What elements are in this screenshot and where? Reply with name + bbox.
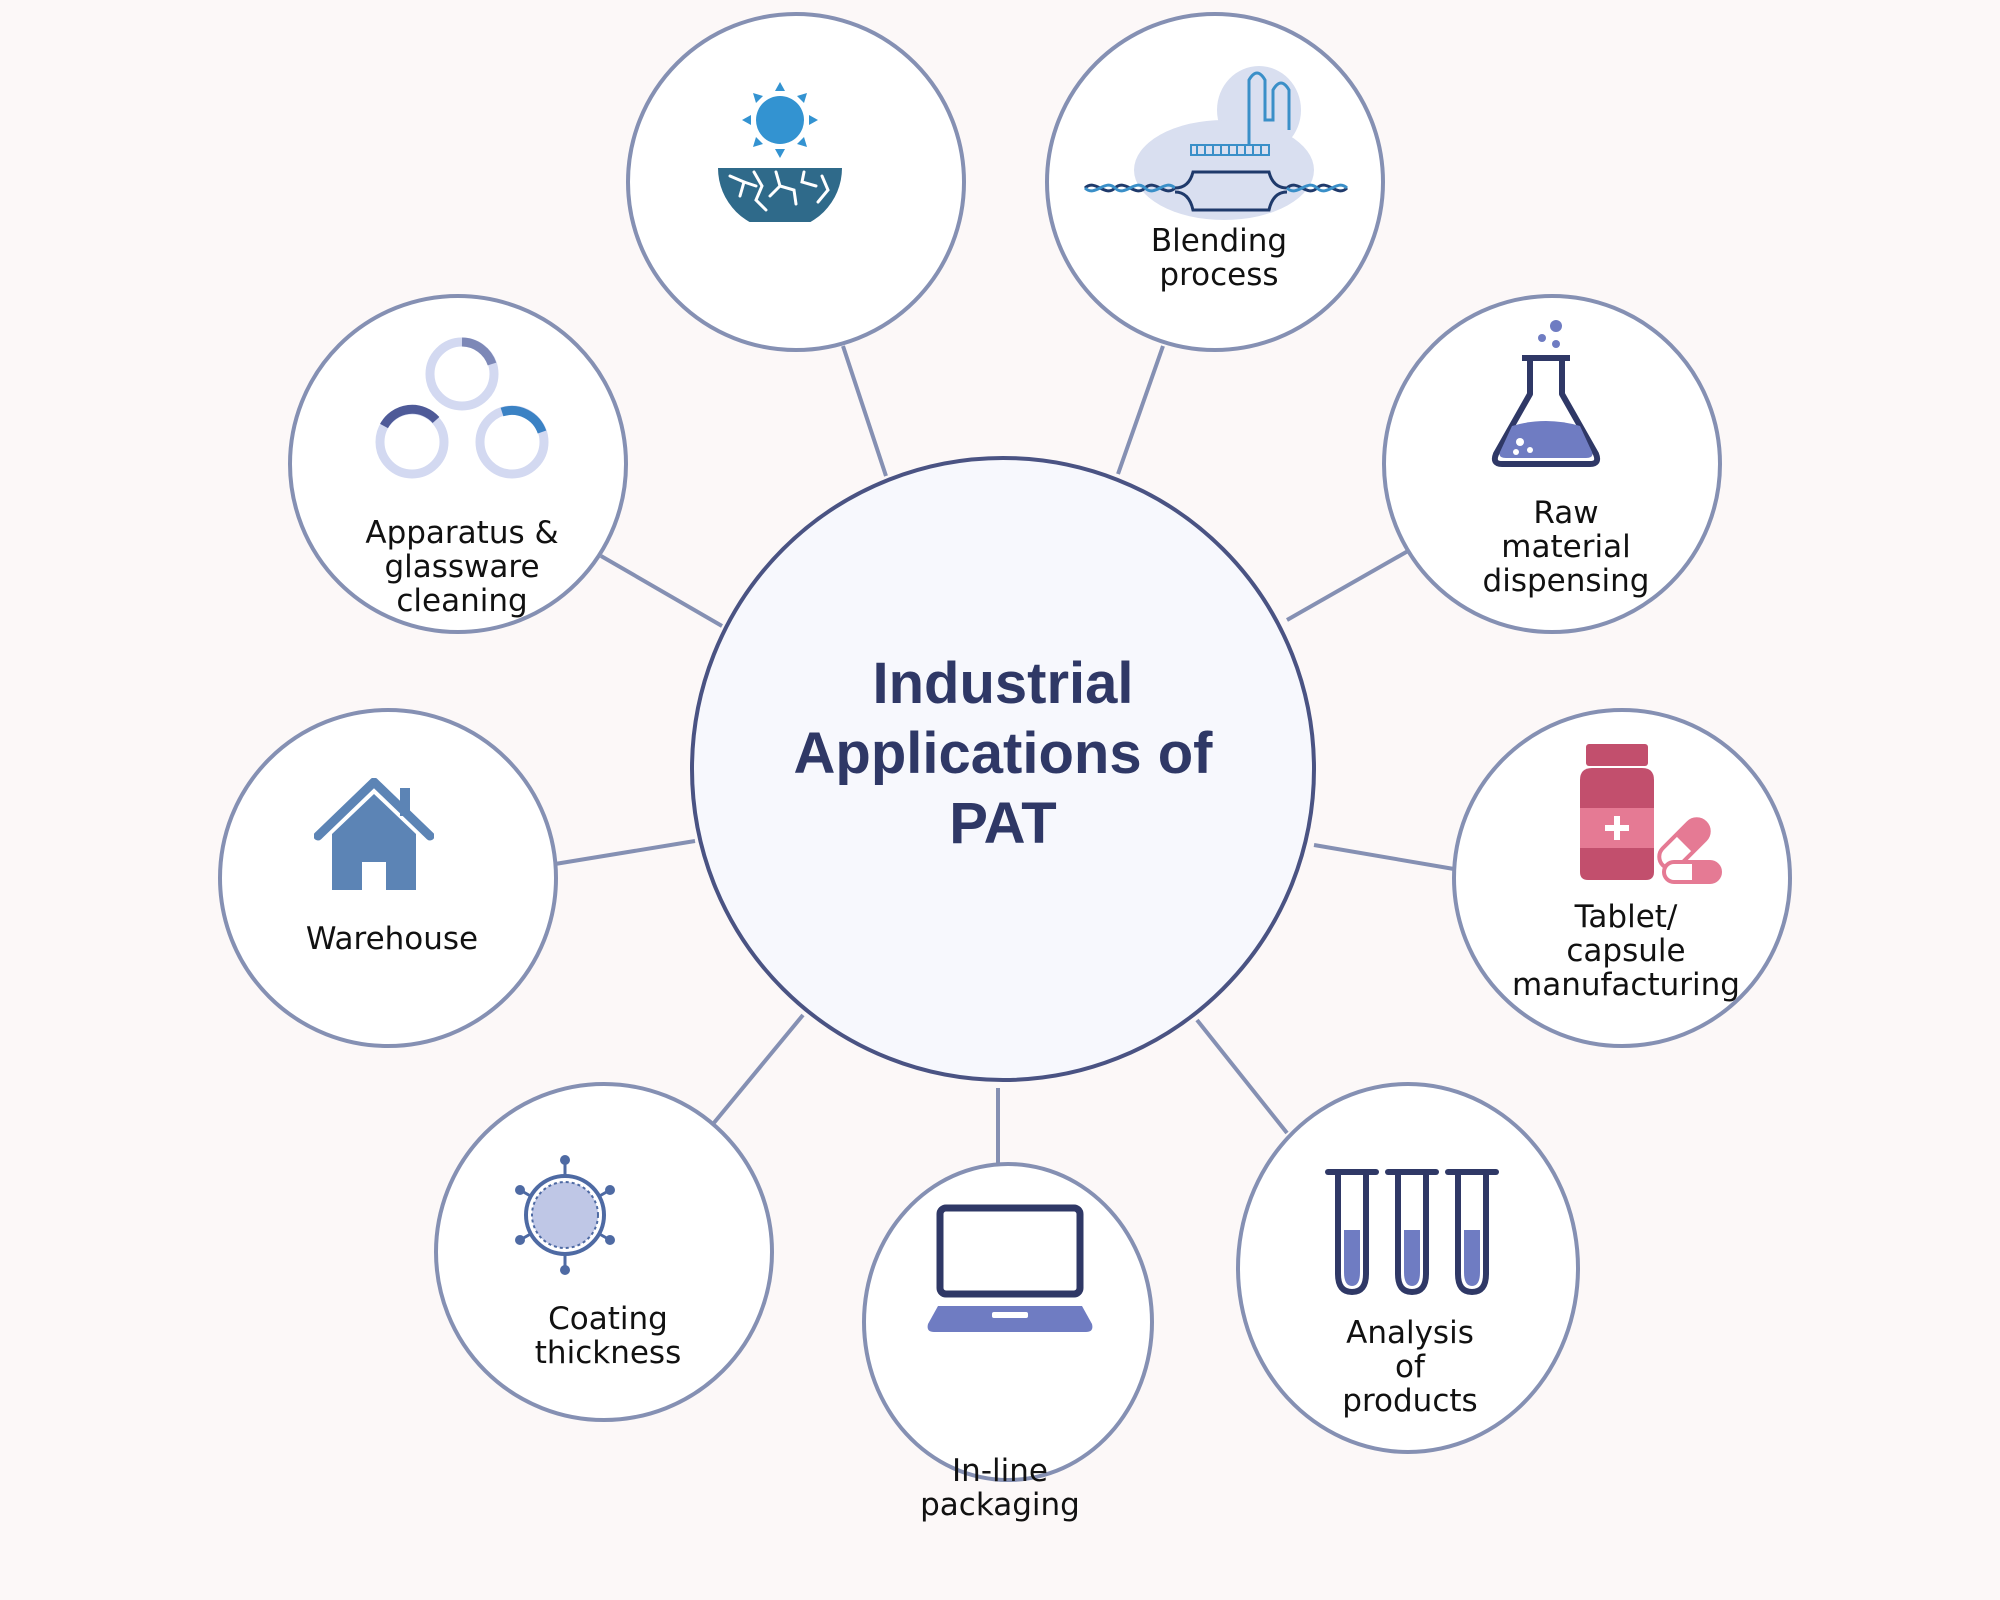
node-label-raw: Raw material dispensing [1482,495,1650,599]
node-tablet: Tablet/ capsule manufacturing [1452,708,1792,1048]
connector-analysis [1195,1018,1289,1135]
node-label-apparatus: Apparatus & glassware cleaning [365,515,559,619]
pill-bottle-icon [1580,744,1722,884]
coated-particle-icon [515,1155,615,1275]
house-icon [314,778,434,890]
node-label-blending: Blending process [1150,223,1288,293]
sun-over-cracked-earth-icon [718,82,842,222]
node-label-analysis: Analysis of products [1342,1315,1478,1419]
connector-warehouse [554,839,696,866]
connector-apparatus [599,554,724,628]
dna-amplification-icon [1083,66,1349,220]
node-warehouse: Warehouse [218,708,558,1048]
cleaning-rings-icon [375,337,549,479]
node-blending: Blending process [1045,12,1385,352]
node-label-packaging: In-line packaging [920,1453,1080,1523]
test-tubes-icon [1325,1169,1499,1296]
connector-blending [1116,345,1165,475]
connector-raw [1286,549,1409,622]
node-label-coating: Coating thickness [534,1301,682,1371]
flask-icon [1491,320,1601,467]
node-apparatus: Apparatus & glassware cleaning [288,294,628,634]
node-packaging [862,1162,1154,1482]
connector-drought [841,345,888,477]
connector-tablet [1313,843,1455,871]
node-raw: Raw material dispensing [1382,294,1722,634]
node-label-warehouse: Warehouse [305,921,479,957]
node-drought [626,12,966,352]
node-coating: Coating thickness [434,1082,774,1422]
node-analysis: Analysis of products [1236,1082,1580,1454]
connector-coating [711,1013,805,1126]
center-title: Industrial Applications of PAT [793,651,1213,856]
laptop-icon [927,1204,1093,1332]
center-hub: Industrial Applications of PAT [690,456,1316,1082]
node-label-tablet: Tablet/ capsule manufacturing [1512,899,1740,1003]
